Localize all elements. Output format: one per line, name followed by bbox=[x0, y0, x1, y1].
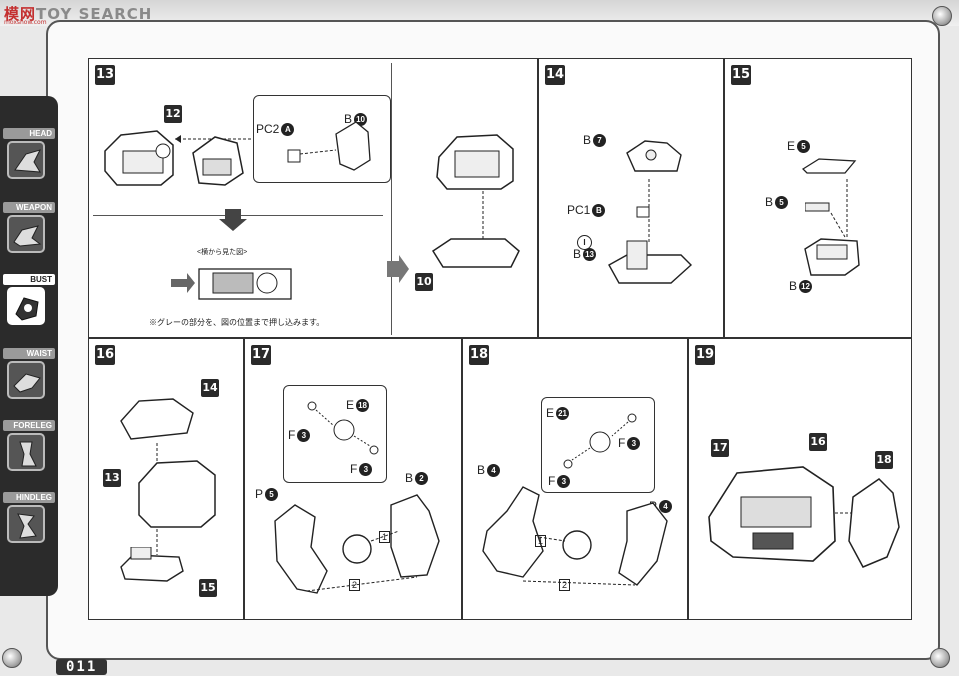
part-15-drawing bbox=[120, 547, 184, 582]
step-number: 15 bbox=[731, 65, 751, 85]
step-19-panel: 19 17 16 18 bbox=[688, 338, 912, 620]
logo-char-a: 模 bbox=[4, 5, 21, 23]
pc1-insert-drawing bbox=[636, 179, 650, 243]
nav-item-bust[interactable]: BUST bbox=[3, 274, 55, 338]
nav-item-foreleg[interactable]: FORELEG bbox=[3, 420, 55, 484]
bolt-icon bbox=[932, 6, 952, 26]
head-icon bbox=[7, 141, 45, 179]
down-arrow-icon bbox=[219, 209, 247, 231]
bolt-icon bbox=[930, 648, 950, 668]
logo-text: TOY SEARCH bbox=[36, 5, 153, 23]
nav-item-waist[interactable]: WAIST bbox=[3, 348, 55, 412]
step-17-assembly-drawing bbox=[274, 494, 440, 594]
nav-item-hindleg[interactable]: HINDLEG bbox=[3, 492, 55, 556]
bolt-icon bbox=[2, 648, 22, 668]
foreleg-icon bbox=[7, 433, 45, 471]
guide-number: 1 bbox=[535, 535, 547, 547]
side-view-caption: <横から見た図> bbox=[197, 249, 248, 256]
step-19-assembly-drawing bbox=[708, 466, 900, 568]
nav-label: WEAPON bbox=[3, 202, 55, 213]
nav-label: FORELEG bbox=[3, 420, 55, 431]
step-16-panel: 16 14 13 15 bbox=[88, 338, 244, 620]
i-mark: I bbox=[575, 235, 592, 251]
guide-number: 1 bbox=[379, 531, 391, 543]
step-18-assembly-drawing bbox=[482, 486, 668, 586]
part-callout: 15 bbox=[199, 579, 217, 597]
nav-label: HEAD bbox=[3, 128, 55, 139]
nav-item-head[interactable]: HEAD bbox=[3, 128, 55, 192]
step-number: 19 bbox=[695, 345, 715, 365]
part-callout: 14 bbox=[201, 379, 219, 397]
part-callout: 12 bbox=[164, 105, 182, 123]
part-b12-drawing bbox=[804, 238, 860, 276]
step-number: 17 bbox=[251, 345, 271, 365]
section-sidebar: HEAD WEAPON BUST WAIST FORELEG HINDLEG bbox=[0, 96, 58, 596]
part-callout: 10 bbox=[415, 273, 433, 291]
nav-label: HINDLEG bbox=[3, 492, 55, 503]
guide-number: 2 bbox=[349, 579, 361, 591]
waist-icon bbox=[7, 361, 45, 399]
step-number: 18 bbox=[469, 345, 489, 365]
part-12-drawing bbox=[104, 130, 174, 186]
page-number: 011 bbox=[56, 659, 108, 675]
logo-char-b: 网 bbox=[20, 5, 37, 23]
step-18-panel: 18 E21 F3 F3 B4 P4 1 2 bbox=[462, 338, 688, 620]
part-callout: 16 bbox=[809, 433, 827, 451]
step-13-assembly-drawing bbox=[431, 134, 520, 268]
nav-label: BUST bbox=[3, 274, 55, 285]
part-14-drawing bbox=[120, 398, 194, 440]
part-callout: 18 bbox=[875, 451, 893, 469]
step-number: 14 bbox=[545, 65, 565, 85]
side-view-drawing bbox=[171, 268, 292, 300]
guide-number: 2 bbox=[559, 579, 571, 591]
nav-item-weapon[interactable]: WEAPON bbox=[3, 202, 55, 266]
step-13-note: ※グレーの部分を、図の位置まで押し込みます。 bbox=[149, 318, 325, 327]
part-e5-drawing bbox=[801, 158, 857, 174]
site-url: moxshow.com bbox=[4, 19, 47, 26]
part-b10-drawing bbox=[192, 136, 244, 186]
right-arrow-icon bbox=[387, 255, 409, 283]
hindleg-icon bbox=[7, 505, 45, 543]
part-callout: 17 bbox=[711, 439, 729, 457]
part-b7-drawing bbox=[626, 140, 682, 172]
step-number: 13 bbox=[95, 65, 115, 85]
part-13-drawing bbox=[138, 443, 216, 555]
divider bbox=[391, 63, 392, 335]
site-logo[interactable]: 模网TOY SEARCH bbox=[4, 3, 152, 24]
bust-icon bbox=[7, 287, 45, 325]
part-b5-drawing bbox=[805, 179, 848, 238]
part-b13-drawing bbox=[608, 240, 693, 284]
part-callout: 13 bbox=[103, 469, 121, 487]
nav-label: WAIST bbox=[3, 348, 55, 359]
weapon-icon bbox=[7, 215, 45, 253]
step-number: 16 bbox=[95, 345, 115, 365]
